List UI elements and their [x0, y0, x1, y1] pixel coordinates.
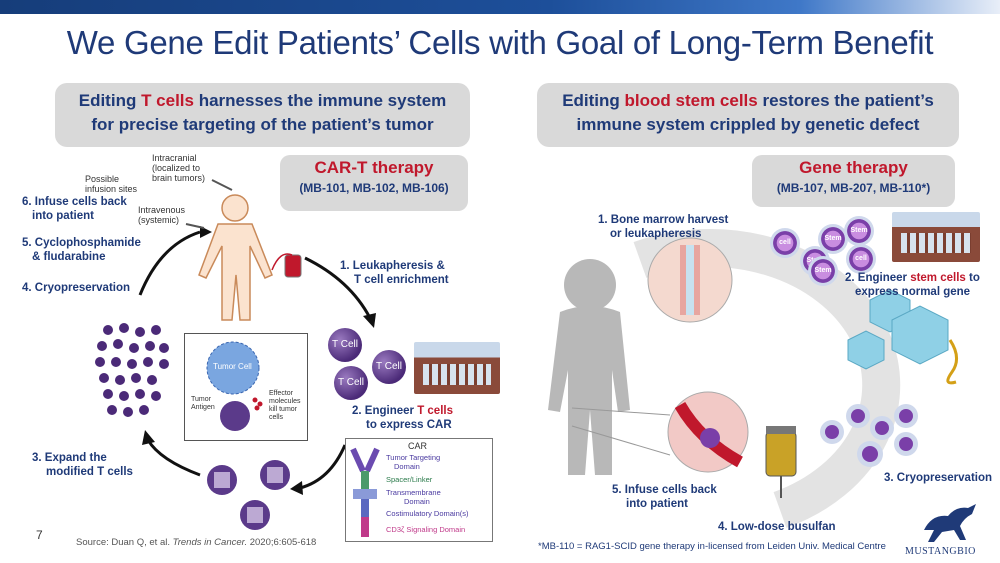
intracranial-text: Intracranial [152, 153, 197, 163]
stem-cell-4: Stem [844, 216, 874, 246]
gene-step-2: 2. Engineer stem cells to express normal… [845, 272, 980, 298]
child-silhouette [548, 259, 630, 475]
mustangbio-logo-text: MUSTANGBIO [905, 546, 976, 557]
gene-therapy-title: Gene therapy [799, 158, 908, 177]
arrowhead-to-expand [290, 481, 303, 495]
gene-step-4: 4. Low-dose busulfan [718, 521, 836, 533]
car-t-therapy-box: CAR-T therapy (MB-101, MB-102, MB-106) [280, 155, 468, 211]
car-costim-label: Costimulatory Domain(s) [386, 509, 469, 518]
car-t-step-2: 2. Engineer T cells to express CAR [352, 405, 453, 431]
left-header-line2: for precise targeting of the patient’s t… [91, 115, 434, 134]
car-t-step-4: 4. Cryopreservation [22, 282, 131, 294]
intracranial-syringe [211, 179, 233, 191]
right-header-highlight: blood stem cells [624, 91, 758, 110]
arrow-to-tcells [304, 256, 372, 319]
infusion-image [571, 391, 749, 473]
intravenous-syringe [185, 223, 205, 229]
page-number: 7 [36, 528, 43, 542]
busulfan-bag [765, 426, 797, 498]
blood-bag [284, 254, 302, 278]
left-header-line1: Editing T cells harnesses the immune sys… [55, 89, 470, 113]
tumor-cell-label: Tumor Cell [213, 362, 252, 371]
left-header-box: Editing T cells harnesses the immune sys… [55, 83, 470, 147]
stem-cell-1: cell [770, 228, 800, 258]
right-header-line1: Editing blood stem cells restores the pa… [537, 89, 959, 113]
expanded-tcell-cluster [95, 323, 169, 417]
car-t-title: CAR-T therapy [314, 158, 434, 177]
arrowhead-to-patient [200, 226, 212, 238]
arrow-to-patient [138, 230, 201, 296]
right-header-line2: immune system crippled by genetic defect [576, 115, 920, 134]
systemic-text: (systemic) [138, 215, 179, 225]
facility-building-image [414, 342, 500, 394]
intravenous-text: Intravenous [138, 205, 186, 215]
gene-therapy-codes: (MB-107, MB-207, MB-110*) [776, 181, 931, 195]
mb110-footnote: *MB-110 = RAG1-SCID gene therapy in-lice… [538, 541, 886, 552]
gene-hexagons [847, 289, 958, 385]
car-t-codes: (MB-101, MB-102, MB-106) [299, 181, 449, 195]
left-header-highlight: T cells [141, 91, 194, 110]
slide-title: We Gene Edit Patients’ Cells with Goal o… [66, 24, 934, 61]
stem-cell-5: cell [846, 244, 876, 274]
car-spacer-label: Spacer/Linker [386, 475, 433, 484]
arrowhead-to-tcells [363, 313, 376, 328]
right-header-post: restores the patient’s [757, 91, 934, 110]
left-header-pre: Editing [78, 91, 142, 110]
stem-cell-6: Stem [808, 256, 838, 286]
car-t-step-1: 1. Leukapheresis &T cell enrichment [340, 260, 449, 286]
top-accent-bar [0, 0, 1000, 14]
blood-tube [271, 253, 293, 271]
tumor-inset-art [206, 341, 263, 431]
intravenous-label: Intravenous (systemic) [138, 205, 185, 225]
gene-therapy-box: Gene therapy (MB-107, MB-207, MB-110*) [752, 155, 955, 207]
tcell-2: T Cell [372, 350, 406, 384]
source-citation: Source: Duan Q, et al. Trends in Cancer.… [76, 537, 317, 548]
right-header-box: Editing blood stem cells restores the pa… [537, 83, 959, 147]
arrow-to-expand [299, 444, 347, 490]
gene-step-3: 3. Cryopreservation [884, 472, 993, 484]
patient-figure [198, 194, 273, 321]
car-t-step-5: 5. Cyclophosphamide& fludarabine [22, 237, 141, 263]
possible-text: Possible [85, 174, 120, 184]
brain-tumors-text: brain tumors) [152, 173, 206, 183]
car-title: CAR [408, 441, 428, 451]
tcell-3: T Cell [334, 366, 368, 400]
gene-therapy-cycle-diagram [548, 229, 958, 528]
possible-sites-label: Possible infusion sites [85, 174, 137, 194]
car-receptor-art [350, 447, 380, 537]
intracranial-label: Intracranial (localized to brain tumors) [152, 153, 205, 183]
localized-text: (localized to [152, 163, 201, 173]
cycle-ring [633, 229, 901, 528]
left-header-post: harnesses the immune system [193, 91, 447, 110]
cryopreserved-cells [820, 404, 918, 467]
stem-cell-3: Stem [818, 224, 848, 254]
infusion-sites-text: infusion sites [85, 184, 138, 194]
mustang-horse-logo-icon [924, 504, 976, 542]
engineered-car-tcells [207, 460, 290, 530]
right-header-pre: Editing [562, 91, 625, 110]
car-t-cycle-diagram [95, 179, 376, 530]
tcell-1: T Cell [328, 328, 362, 362]
car-cd3-label: CD3ζ Signaling Domain [386, 525, 466, 534]
arrow-to-expanded [146, 439, 201, 477]
arrowhead-to-expanded [142, 430, 155, 445]
stem-facility-building-image [892, 212, 980, 262]
bone-marrow-image [647, 237, 733, 323]
